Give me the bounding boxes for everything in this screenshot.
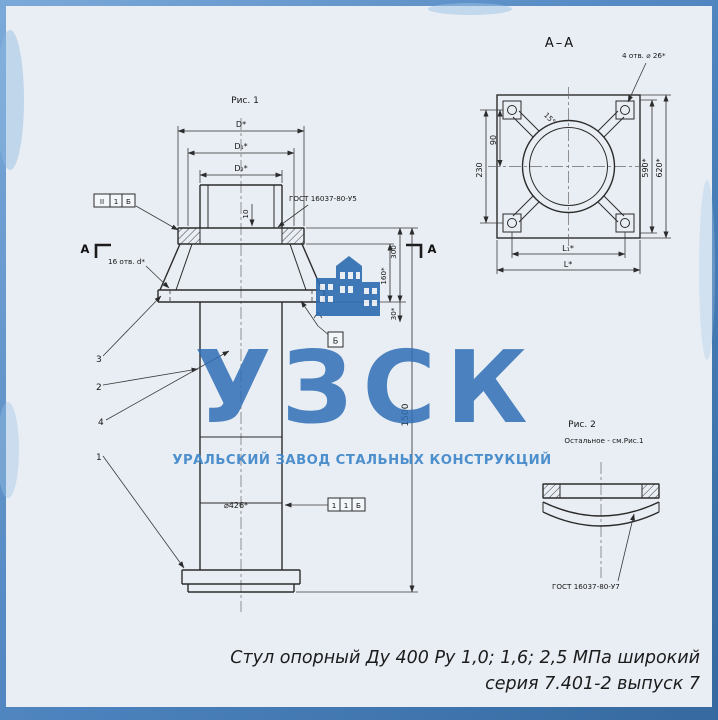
dim-90: 90 bbox=[489, 109, 503, 167]
figure2-title: Рис. 2 bbox=[568, 420, 596, 430]
paper-background bbox=[6, 6, 712, 707]
dim-L1: L₁* bbox=[511, 232, 626, 258]
weld-ref-b-label: Б bbox=[333, 337, 339, 346]
dim-D-label: D* bbox=[236, 120, 246, 129]
dim-L1-label: L₁* bbox=[562, 244, 574, 253]
dim-10: 10 bbox=[241, 204, 255, 227]
dim-300-label: 300 bbox=[389, 245, 398, 259]
weld-flag-top-cell1: II bbox=[100, 197, 104, 206]
scan-smudges bbox=[0, 3, 715, 498]
caption-line2: серия 7.401-2 выпуск 7 bbox=[485, 674, 700, 695]
drawing-caption: Стул опорный Ду 400 Ру 1,0; 1,6; 2,5 МПа… bbox=[230, 645, 700, 698]
gost-note-fig1-label: ГОСТ 16037-80-У5 bbox=[289, 194, 357, 203]
part4-label: 4 bbox=[98, 418, 104, 428]
dim-D2-label: D₂* bbox=[234, 164, 247, 173]
dim-590: 590* bbox=[640, 99, 657, 234]
section-AA-view: А–А 15° 4 отв. ⌀ 26* bbox=[475, 36, 671, 274]
gost-note-fig2: ГОСТ 16037-80-У7 bbox=[552, 513, 635, 591]
holes-note-fig1: 16 отв. d* bbox=[108, 257, 170, 289]
weld-flag-top: II 1 Б bbox=[93, 193, 179, 231]
dim-stack-right: 160* 300 30* 1500 bbox=[296, 227, 418, 593]
dim-D2: D₂* bbox=[199, 164, 283, 183]
weld-flag-mid-cell3: Б bbox=[356, 501, 361, 510]
dim-10-label: 10 bbox=[241, 209, 250, 219]
part2-label: 2 bbox=[96, 383, 102, 393]
column-shell bbox=[199, 302, 283, 570]
dim-D: D* bbox=[177, 120, 305, 226]
dim-160-label: 160* bbox=[379, 267, 388, 285]
building-icon bbox=[316, 256, 380, 316]
dim-L-label: L* bbox=[564, 260, 572, 269]
part1-label: 1 bbox=[96, 453, 102, 463]
watermark: УЗСК УРАЛЬСКИЙ ЗАВОД СТАЛЬНЫХ КОНСТРУКЦИ… bbox=[172, 256, 551, 468]
dim-D1: D₁* bbox=[187, 142, 295, 226]
dim-D1-label: D₁* bbox=[234, 142, 247, 151]
watermark-logo-text: УЗСК bbox=[194, 329, 537, 446]
dim-dia426-label: ⌀426* bbox=[224, 501, 248, 510]
figure1-title: Рис. 1 bbox=[231, 96, 259, 106]
holes-note-AA: 4 отв. ⌀ 26* bbox=[622, 51, 666, 103]
flange-detail-section bbox=[542, 483, 660, 527]
weld-flag-mid-cell1: 1 bbox=[332, 501, 337, 510]
angle-15-label: 15° bbox=[542, 111, 557, 126]
gusset-ribs bbox=[512, 110, 625, 223]
weld-flag-top-cell2: 1 bbox=[114, 197, 119, 206]
dim-620-label: 620* bbox=[655, 158, 664, 177]
gost-note-fig1: ГОСТ 16037-80-У5 bbox=[277, 194, 357, 228]
gost-note-fig2-label: ГОСТ 16037-80-У7 bbox=[552, 582, 620, 591]
weld-flag-top-cell3: Б bbox=[126, 197, 131, 206]
dim-1500-label: 1500 bbox=[401, 403, 411, 426]
weld-ref-b: Б bbox=[300, 300, 344, 348]
dim-L: L* bbox=[496, 240, 641, 274]
caption-line1: Стул опорный Ду 400 Ру 1,0; 1,6; 2,5 МПа… bbox=[230, 648, 700, 668]
dim-90-label: 90 bbox=[489, 135, 498, 145]
section-letter-right: А bbox=[428, 242, 437, 256]
figure2-note: Остальное - см.Рис.1 bbox=[564, 436, 643, 445]
part3-label: 3 bbox=[96, 355, 102, 365]
holes-note-AA-label: 4 отв. ⌀ 26* bbox=[622, 51, 666, 60]
dim-230-label: 230 bbox=[475, 162, 484, 177]
figure2-detail: Рис. 2 Остальное - см.Рис.1 ГОСТ 16037-8… bbox=[542, 420, 660, 591]
dim-620: 620* bbox=[640, 94, 671, 239]
holes-note-fig1-label: 16 отв. d* bbox=[108, 257, 145, 266]
top-flange bbox=[177, 227, 305, 245]
weld-flag-mid-cell2: 1 bbox=[344, 501, 349, 510]
dim-30-label: 30* bbox=[389, 307, 398, 320]
watermark-subtitle: УРАЛЬСКИЙ ЗАВОД СТАЛЬНЫХ КОНСТРУКЦИЙ bbox=[172, 451, 551, 468]
section-AA-title: А–А bbox=[545, 36, 575, 51]
section-letter-left: А bbox=[81, 242, 90, 256]
bottom-flange bbox=[181, 569, 301, 593]
weld-flag-mid: 1 1 Б bbox=[284, 497, 366, 512]
dim-590-label: 590* bbox=[641, 158, 650, 177]
figure1-main-view: Рис. 1 D* D₁* D₂* bbox=[81, 96, 437, 612]
part-callouts: 3 2 4 1 bbox=[96, 295, 230, 569]
top-pipe-stub bbox=[199, 184, 283, 228]
